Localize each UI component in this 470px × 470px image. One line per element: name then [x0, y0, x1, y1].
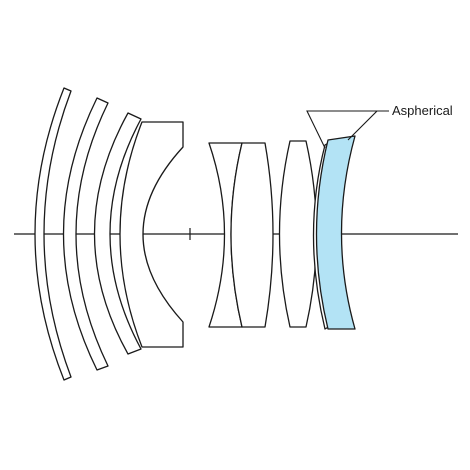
lens-element-7 — [278, 140, 318, 328]
lens-element-2 — [62, 97, 109, 371]
lens-element-3 — [93, 112, 142, 355]
lens-element-1 — [34, 87, 72, 381]
lens-element-6 — [230, 142, 274, 328]
lens-element-9-aspherical — [315, 135, 356, 330]
aspherical-label: Aspherical — [392, 103, 453, 118]
aspherical-leader — [306, 110, 389, 149]
lens-element-4 — [119, 121, 184, 348]
